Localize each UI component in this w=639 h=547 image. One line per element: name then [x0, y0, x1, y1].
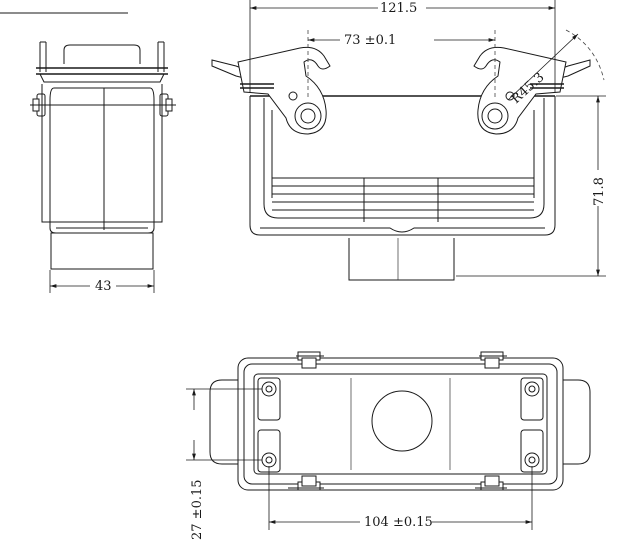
dim-top-width: 121.5 — [380, 1, 417, 16]
dim-height: 71.8 — [592, 177, 607, 206]
dim-pin-spacing: 73 ±0.1 — [344, 33, 396, 48]
plan-view: 27 ±0.15 104 ±0.15 — [186, 351, 591, 540]
side-view: 43 — [30, 41, 176, 294]
front-view: 121.5 73 ±0.1 R45.3 71.8 — [211, 0, 607, 281]
dim-side-width: 43 — [95, 279, 112, 294]
dim-bottom-width: 104 ±0.15 — [364, 515, 433, 530]
dim-bottom-height: 27 ±0.15 — [190, 479, 205, 540]
